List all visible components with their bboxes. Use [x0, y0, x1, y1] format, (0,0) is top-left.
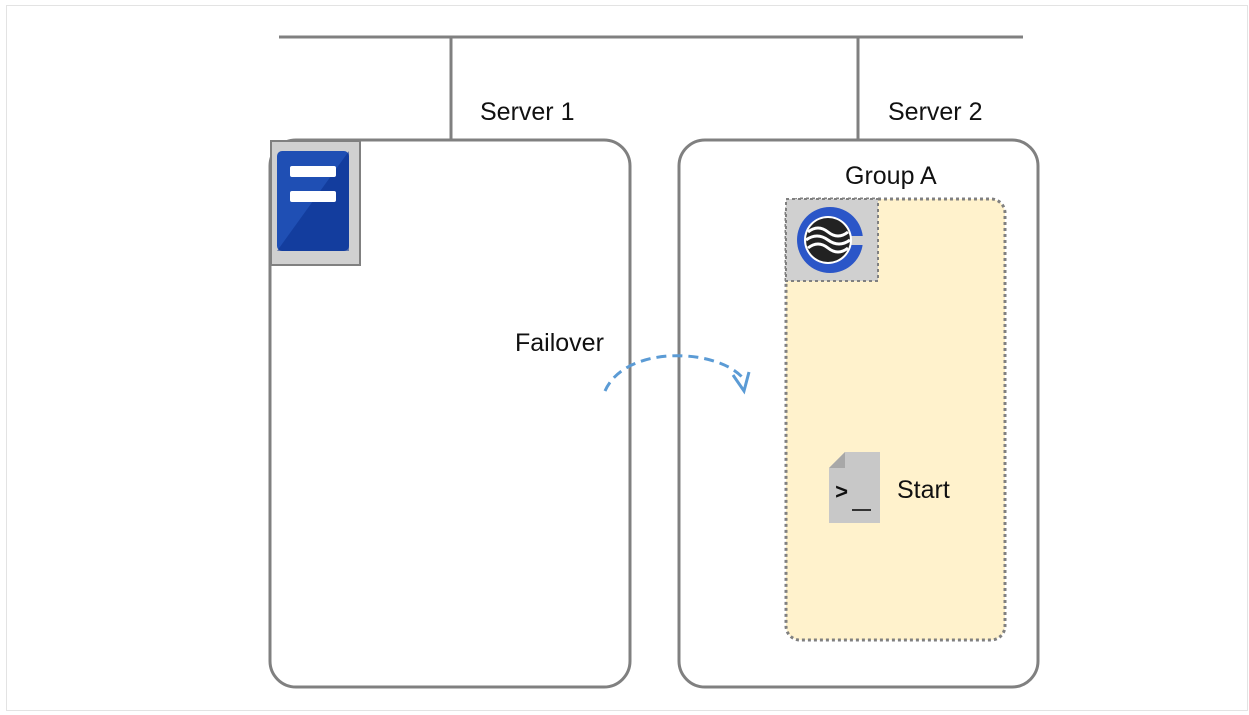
svg-text:>: > — [835, 481, 848, 506]
failover-arrow — [603, 354, 751, 395]
failover-label: Failover — [515, 329, 604, 357]
script-icon: > — [829, 452, 880, 523]
server1-box — [268, 138, 632, 689]
group-a-area — [784, 197, 1007, 642]
group-a-label: Group A — [845, 162, 937, 190]
diagram-frame — [6, 5, 1248, 711]
server-icon — [270, 140, 361, 266]
server1-label: Server 1 — [480, 98, 575, 126]
group-resource-icon — [785, 198, 879, 282]
start-label: Start — [897, 476, 950, 504]
server2-label: Server 2 — [888, 98, 983, 126]
